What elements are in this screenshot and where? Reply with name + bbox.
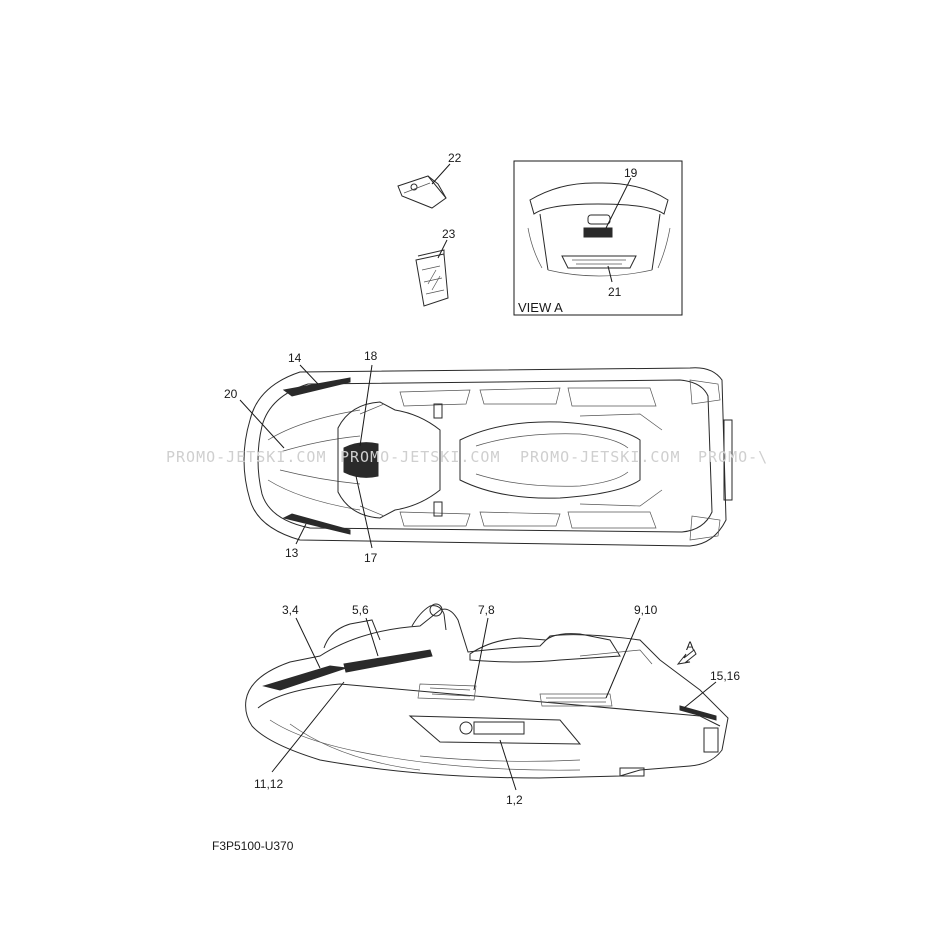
leader-22 (431, 163, 451, 185)
leader-21 (607, 265, 613, 283)
leader-9-10 (605, 617, 641, 699)
watermark-2: PROMO-JETSKI.COM (340, 448, 501, 466)
callout-11-12: 11,12 (254, 777, 283, 791)
leader-5-6 (365, 617, 379, 657)
view-a-arrow (676, 649, 697, 665)
callout-18: 18 (364, 349, 378, 363)
top-view-watercraft (243, 367, 733, 547)
diagram-code: F3P5100-U370 (212, 839, 294, 853)
leader-1-2 (499, 739, 517, 791)
leader-19 (605, 177, 632, 229)
view-a-label: VIEW A (518, 300, 563, 315)
leader-13 (295, 523, 307, 545)
part-22-tag (397, 175, 447, 209)
callout-14: 14 (288, 351, 302, 365)
leader-15-16 (683, 681, 717, 709)
callout-9-10: 9,10 (634, 603, 658, 617)
watermark-3: PROMO-JETSKI.COM (520, 448, 681, 466)
callout-20: 20 (224, 387, 238, 401)
leader-14 (299, 364, 319, 385)
watermark-4: PROMO-\ (698, 448, 768, 466)
watermark-1: PROMO-JETSKI.COM (166, 448, 327, 466)
callout-23: 23 (442, 227, 456, 241)
callout-3-4: 3,4 (282, 603, 299, 617)
view-a-inset (513, 160, 683, 316)
leader-18 (359, 364, 373, 447)
callout-5-6: 5,6 (352, 603, 369, 617)
side-view-watercraft (245, 603, 729, 779)
view-a-arrow-label: A (686, 639, 694, 653)
leader-7-8 (473, 617, 489, 691)
leader-11-12 (271, 681, 345, 773)
callout-22: 22 (448, 151, 462, 165)
leader-17 (355, 475, 373, 549)
leader-20 (239, 399, 285, 449)
callout-19: 19 (624, 166, 638, 180)
callout-1-2: 1,2 (506, 793, 523, 807)
callout-13: 13 (285, 546, 299, 560)
callout-15-16: 15,16 (710, 669, 740, 683)
callout-7-8: 7,8 (478, 603, 495, 617)
callout-21: 21 (608, 285, 622, 299)
part-23-manual (415, 249, 449, 307)
callout-17: 17 (364, 551, 378, 565)
leader-23 (437, 239, 448, 259)
leader-3-4 (295, 617, 321, 669)
